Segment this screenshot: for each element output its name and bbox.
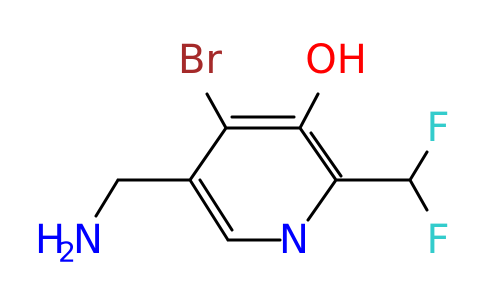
atom-label-f-top: F xyxy=(426,105,449,151)
bond-cf2-f-top xyxy=(408,150,429,182)
bond-c5-c4 xyxy=(188,126,228,182)
atom-label-f-bottom: F xyxy=(426,217,449,263)
bond-c3-o xyxy=(298,92,320,130)
bond-c6-c5-inner xyxy=(198,178,234,232)
bond-c3-c2-inner xyxy=(309,131,343,178)
atom-label-oh: OH xyxy=(305,37,367,83)
atom-label-nh2-n: N xyxy=(73,217,103,263)
atom-label-nh2-subscript: 2 xyxy=(58,236,76,269)
atom-label-br: Br xyxy=(178,37,222,83)
atom-label-nh2-h: H xyxy=(35,217,65,263)
atom-label-n-ring: N xyxy=(279,217,309,263)
bond-c2-n xyxy=(306,178,338,222)
bond-ch2-n xyxy=(94,178,120,218)
bond-c6-c5 xyxy=(188,178,230,242)
bond-c3-c2 xyxy=(298,126,338,182)
bond-c4-br xyxy=(205,92,228,130)
bond-cf2-f-bottom xyxy=(408,178,429,212)
